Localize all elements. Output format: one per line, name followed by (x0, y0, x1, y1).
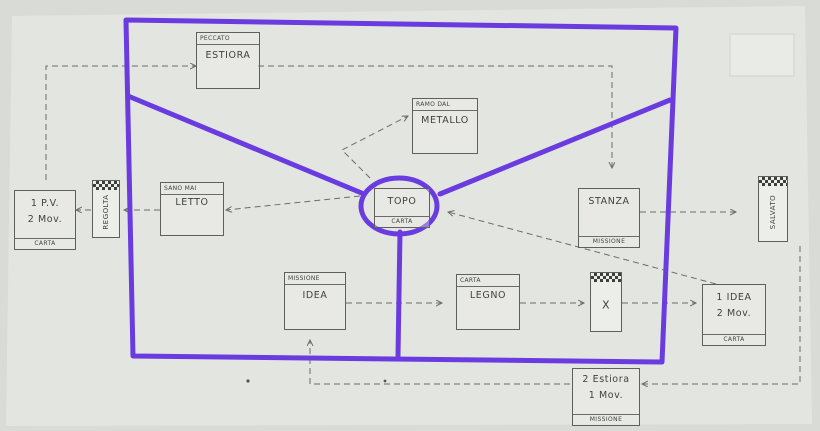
card-left-line2: 2 Mov. (27, 214, 63, 225)
card-right-idea: 1 IDEA 2 Mov. CARTA (702, 284, 766, 346)
ink-dot (383, 379, 387, 383)
checkered-icon (93, 181, 119, 190)
card-idea: MISSIONE IDEA (284, 272, 346, 330)
card-right-footer: CARTA (703, 334, 765, 345)
card-left-line1: 1 P.V. (30, 198, 60, 209)
card-left-footer: CARTA (15, 238, 75, 249)
card-bottom-estiora: 2 Estiora 1 Mov. MISSIONE (572, 368, 640, 426)
card-letto-title: LETTO (175, 197, 209, 208)
card-left-pv: 1 P.V. 2 Mov. CARTA (14, 190, 76, 250)
card-letto: SANO MAI LETTO (160, 182, 224, 236)
checkered-icon (759, 177, 787, 186)
flag-salvato: SALVATO (758, 176, 788, 242)
card-legno: CARTA LEGNO (456, 274, 520, 330)
card-stanza-title: STANZA (588, 196, 630, 207)
edge-pv-to-peccato (45, 66, 196, 180)
card-peccato: PECCATO ESTIORA (196, 32, 260, 89)
marker-line-left (125, 93, 367, 197)
flag-x: X (590, 272, 622, 332)
edge-peccato-to-stanza (258, 65, 612, 168)
flag-regolta-label: REGOLTA (102, 194, 110, 230)
card-peccato-title: ESTIORA (205, 50, 251, 61)
card-bottom-line2: 1 Mov. (588, 390, 624, 401)
card-stanza: STANZA MISSIONE (578, 188, 640, 248)
card-topo: TOPO CARTA (374, 188, 430, 228)
card-topo-title: TOPO (387, 196, 417, 207)
card-stanza-footer: MISSIONE (579, 236, 639, 247)
card-ramo: RAMO DAL METALLO (412, 98, 478, 154)
card-legno-title: LEGNO (469, 290, 507, 301)
card-right-line2: 2 Mov. (716, 308, 752, 319)
card-letto-header: SANO MAI (161, 183, 223, 195)
card-bottom-line1: 2 Estiora (582, 374, 630, 385)
card-topo-footer: CARTA (375, 216, 429, 227)
card-ramo-header: RAMO DAL (413, 99, 477, 111)
flag-x-label: X (601, 298, 611, 312)
card-idea-title: IDEA (302, 290, 328, 301)
paper-mark (729, 33, 795, 77)
marker-line-down (395, 229, 403, 359)
marker-frame (123, 17, 679, 365)
edge-bottom-to-idea (310, 340, 570, 385)
marker-circle (358, 175, 440, 237)
card-right-line1: 1 IDEA (716, 292, 752, 303)
edge-topo-to-letto (226, 195, 361, 210)
edge-idea-to-topo (448, 212, 717, 285)
edge-topo-to-ramo (341, 116, 408, 179)
marker-line-right (437, 97, 673, 197)
flag-regolta: REGOLTA (92, 180, 120, 238)
card-idea-header: MISSIONE (285, 273, 345, 285)
flag-salvato-label: SALVATO (769, 195, 777, 230)
card-ramo-title: METALLO (421, 115, 469, 126)
card-peccato-header: PECCATO (197, 33, 259, 45)
card-legno-header: CARTA (457, 275, 519, 287)
checkered-icon (591, 273, 621, 282)
edge-salvato-to-bottom (642, 246, 801, 384)
ink-dot (246, 379, 250, 383)
card-bottom-footer: MISSIONE (573, 414, 639, 425)
